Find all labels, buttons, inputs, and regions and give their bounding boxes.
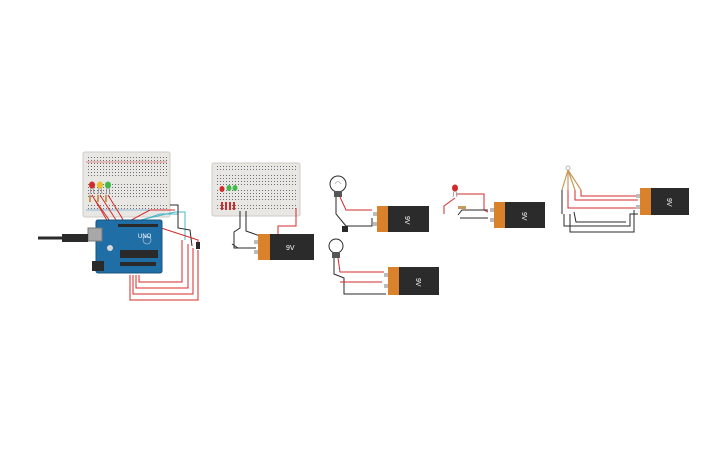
battery-1-label: 9V <box>286 245 295 252</box>
wires-led[interactable] <box>443 193 489 219</box>
led-yellow-2[interactable] <box>232 185 238 191</box>
wire-connector[interactable] <box>196 242 200 249</box>
arduino-board[interactable]: UNO <box>87 219 163 274</box>
battery-3[interactable]: 9V <box>384 267 439 295</box>
led-green[interactable] <box>105 181 111 195</box>
led-single[interactable] <box>452 184 458 198</box>
wires-resistor-array[interactable] <box>561 190 640 233</box>
battery-1[interactable]: 9V <box>254 234 314 260</box>
led-red[interactable] <box>89 181 95 195</box>
battery-5-label: 9V <box>665 198 672 207</box>
led-yellow[interactable] <box>97 181 103 195</box>
battery-4[interactable]: 9V <box>490 202 545 228</box>
light-bulb-2[interactable] <box>328 238 344 258</box>
wires-bb2[interactable] <box>231 208 297 249</box>
wires-bulb-2[interactable] <box>333 257 386 295</box>
resistor-array[interactable] <box>561 165 582 191</box>
battery-4-label: 9V <box>520 212 527 221</box>
resistor-led[interactable] <box>458 206 466 209</box>
battery-5[interactable]: 9V <box>636 188 689 215</box>
arduino-label: UNO <box>138 234 152 240</box>
light-bulb-1[interactable] <box>329 175 347 197</box>
battery-3-label: 9V <box>414 278 421 287</box>
switch-1[interactable] <box>342 226 348 232</box>
usb-cable[interactable] <box>38 234 88 242</box>
led-green-2[interactable] <box>226 185 232 191</box>
battery-2-label: 9V <box>403 216 410 225</box>
breadboard-1[interactable] <box>82 151 171 218</box>
resistor-group-1[interactable] <box>89 195 107 202</box>
led-red-2[interactable] <box>219 186 225 192</box>
resistor-group-2[interactable] <box>221 202 235 210</box>
wires-bulb-1[interactable] <box>335 196 373 227</box>
battery-2[interactable]: 9V <box>373 206 429 232</box>
